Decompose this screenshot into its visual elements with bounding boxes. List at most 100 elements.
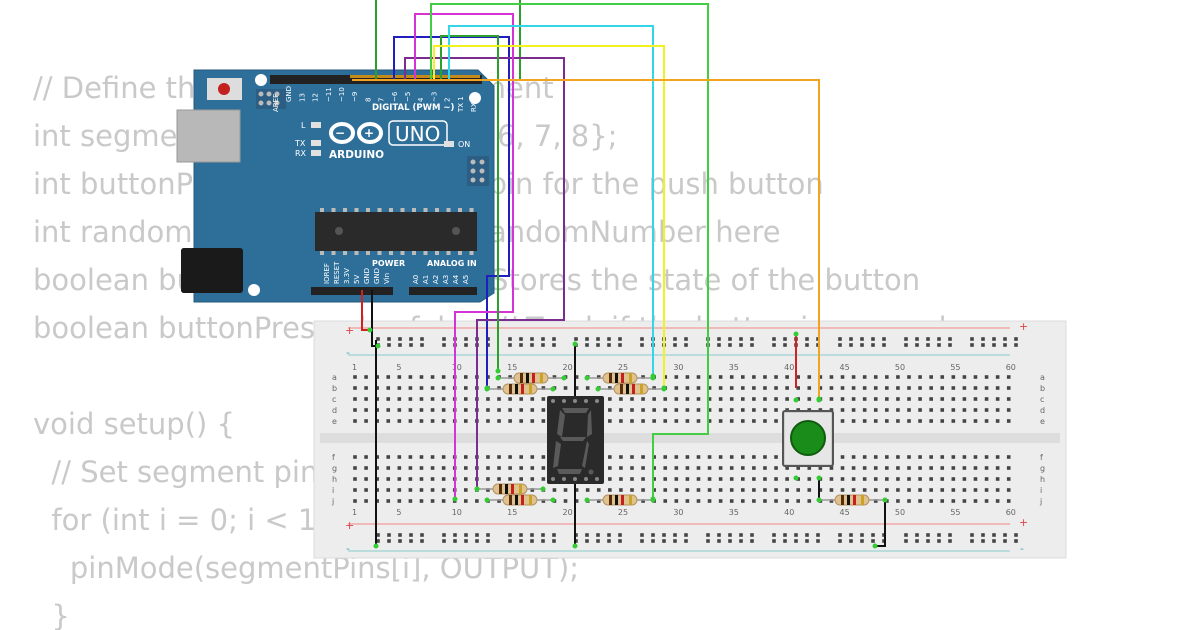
breadboard-hole [619,408,623,412]
breadboard-hole [519,455,523,459]
rail-hole [541,533,545,537]
breadboard-hole [962,455,967,459]
push-button-cap[interactable] [790,420,826,456]
breadboard-hole [995,419,1000,423]
segment-pin [584,477,588,481]
breadboard-hole [829,375,834,379]
breadboard-hole [375,488,379,492]
breadboard-hole [408,397,413,401]
breadboard-hole [873,477,878,481]
breadboard-hole [785,488,789,492]
row-letter: f [332,453,335,462]
wire-green-2 [440,35,499,371]
breadboard-hole [397,499,402,503]
column-number: 5 [396,508,401,517]
breadboard-hole [696,386,701,390]
breadboard-hole [741,455,745,459]
icsp-pin [470,168,476,174]
rail-hole [552,539,556,543]
breadboard-hole [375,386,379,390]
rail-hole [860,343,864,347]
rail-hole [860,337,864,341]
breadboard-hole [729,386,734,390]
wire-lime [430,3,709,499]
breadboard-hole [464,397,468,401]
breadboard-hole [707,488,712,492]
segment-pin [551,477,555,481]
segment-pin [573,477,577,481]
breadboard-hole [741,419,745,423]
breadboard-hole [464,419,468,423]
breadboard-hole [674,466,679,470]
breadboard-hole [918,455,922,459]
breadboard-hole [918,375,922,379]
digital-pin-label: ~10 [338,87,346,102]
power-header [311,287,393,295]
breadboard-hole [685,386,690,390]
rail-hole [464,337,468,341]
wire-endpoint [793,331,799,337]
row-letter: e [1040,417,1045,426]
rail-hole [739,533,743,537]
rail-hole [662,539,666,543]
breadboard-hole [386,397,391,401]
rail-hole [794,533,798,537]
breadboard-hole [718,375,723,379]
breadboard-hole [441,477,446,481]
breadboard-hole [430,408,435,412]
rail-hole [398,337,402,341]
breadboard-hole [408,419,413,423]
chip-pin [377,251,382,255]
chip-pin [320,251,324,255]
breadboard-hole [973,419,978,423]
breadboard-hole [984,375,989,379]
breadboard-hole [940,455,945,459]
column-number: 60 [1006,508,1016,517]
breadboard-hole [430,499,435,503]
rail-hole [596,337,600,341]
breadboard-hole [763,408,767,412]
rail-hole [618,343,622,347]
breadboard-hole [386,375,391,379]
breadboard-hole [464,488,468,492]
breadboard-hole [441,466,446,470]
breadboard-hole [596,488,601,492]
digital-pin-label: ~6 [391,91,399,102]
chip-pin [412,208,416,212]
breadboard-hole [752,408,756,412]
icsp-pin [266,100,272,106]
breadboard-hole [851,397,856,401]
breadboard-hole [752,375,756,379]
breadboard-hole [752,386,756,390]
breadboard-hole [386,466,391,470]
column-number: 35 [729,508,739,517]
breadboard-hole [541,386,546,390]
column-number: 60 [1006,363,1016,372]
row-letter: a [332,373,337,382]
rail-hole [948,343,952,347]
breadboard-hole [674,477,679,481]
breadboard-hole [464,499,468,503]
rail-hole [508,337,512,341]
rail-hole [607,533,611,537]
svg-text:−: − [335,126,345,140]
wire-cyan [448,25,654,376]
icsp-pin [266,91,272,97]
breadboard-hole [663,375,668,379]
rail-hole [728,337,732,341]
rail-hole [684,337,688,341]
breadboard-hole [419,397,424,401]
breadboard-hole [851,419,856,423]
power-pin-label: Vin [383,273,391,284]
segment-pin [551,399,555,403]
chip-pin [469,208,474,212]
column-number: 25 [618,363,628,372]
push-button[interactable] [782,397,834,481]
rail-hole [904,533,908,537]
breadboard-hole [630,466,634,470]
breadboard-hole [951,408,956,412]
breadboard-hole [353,419,357,423]
rail-hole [464,539,468,543]
breadboard-hole [763,375,767,379]
